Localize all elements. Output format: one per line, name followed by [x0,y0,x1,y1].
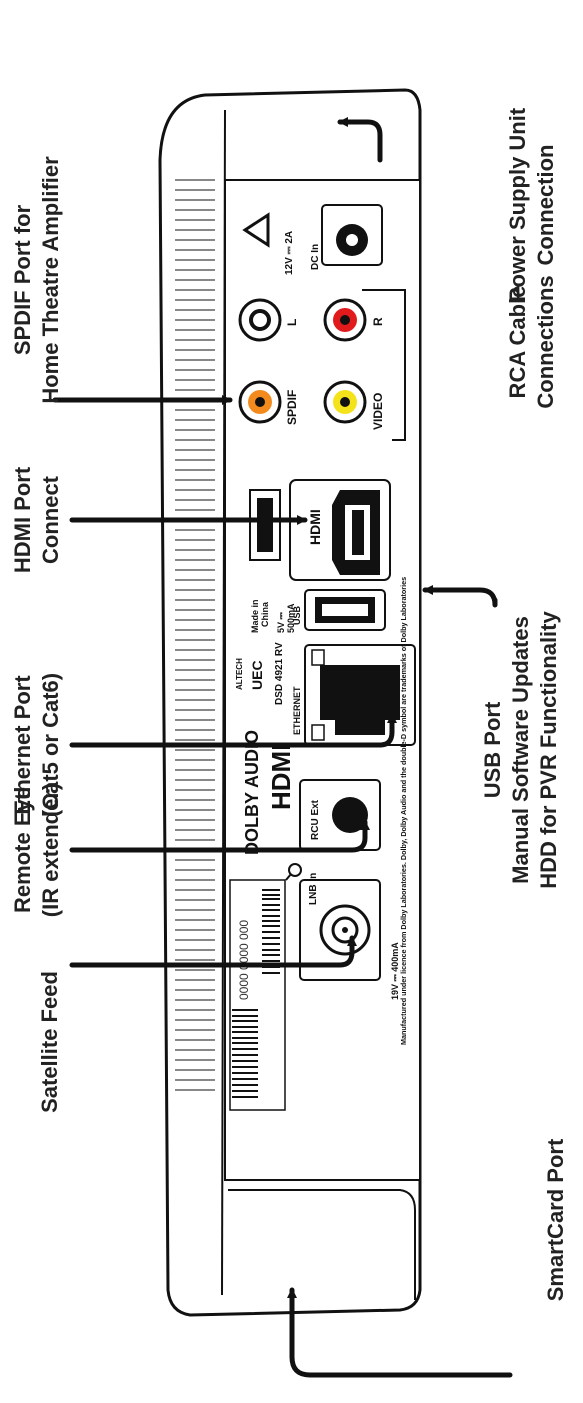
safety-mark-icon [242,212,270,248]
dc-in-port[interactable] [321,204,383,266]
dc-rating-label: 12V ⎓ 2A [284,231,295,275]
svg-text:Home Theatre Amplifier: Home Theatre Amplifier [38,156,63,404]
svg-text:(Cat5 or Cat6): (Cat5 or Cat6) [38,673,63,817]
rca-callout: RCA Cable Connections [505,275,558,408]
svg-text:Manufactured under licence fro: Manufactured under licence from Dolby La… [399,577,408,1045]
usb-label: USB [292,605,302,625]
serial-number: 0000 0000 000 [237,920,251,1000]
satellite-arrow [69,935,357,968]
hdmi-port[interactable] [289,479,391,581]
usb-port[interactable] [304,589,386,631]
satellite-dish-icon [285,863,302,881]
svg-text:RCA Cable: RCA Cable [505,286,530,399]
ethernet-arrow [69,712,397,748]
svg-text:ETHERNET: ETHERNET [292,686,302,735]
svg-text:19V ⎓ 400mA: 19V ⎓ 400mA [390,942,400,1000]
dc-in-label: DC In [310,244,321,270]
svg-text:Manual Software Updates: Manual Software Updates [508,616,533,884]
barcode-label [229,879,286,1111]
lnb-in-label: LNB In [308,873,319,905]
svg-text:USB: USB [292,605,302,625]
svg-text:Connections: Connections [533,275,558,408]
brand-small-label: ALTECH [235,658,244,690]
svg-text:DSD 4921 RV: DSD 4921 RV [274,642,285,705]
svg-text:SPDIF: SPDIF [285,390,299,425]
power-label: Power Supply Unit Connection [505,107,558,302]
power-arrow [337,117,383,163]
spdif-label: SPDIF [285,390,299,425]
ethernet-callout: Ethernet Port (Cat5 or Cat6) [10,673,63,817]
svg-text:LNB In: LNB In [308,873,319,905]
svg-text:Remote Eye: Remote Eye [10,787,35,913]
hdmi-logo: HDMI [266,744,296,810]
rca-bracket [362,289,406,441]
hdmi-port-logo: HDMI [307,509,323,545]
model-label: DSD 4921 RV [274,642,285,705]
dolby-audio-logo: DOLBY AUDIO [242,730,262,855]
svg-text:Made in: Made in [250,599,260,633]
svg-text:Connect: Connect [38,475,63,564]
rca-video-port[interactable] [323,380,367,424]
brand-label: UEC [249,660,265,690]
svg-text:500mA: 500mA [286,603,296,633]
svg-text:DOLBY AUDIO: DOLBY AUDIO [242,730,262,855]
audio-left-label: L [285,319,299,326]
svg-text:USB Port: USB Port [480,701,505,798]
svg-text:ALTECH: ALTECH [235,658,244,690]
svg-text:RCU Ext: RCU Ext [310,799,321,840]
svg-text:DC In: DC In [310,244,321,270]
svg-text:(IR extender): (IR extender) [38,783,63,917]
rca-audio-left-port[interactable] [238,298,282,342]
svg-text:5V ⎓: 5V ⎓ [276,611,286,633]
remote-eye-callout: Remote Eye (IR extender) [10,783,63,917]
trademark-text: Manufactured under licence from Dolby La… [399,577,408,1045]
satellite-callout: Satellite Feed [37,971,62,1113]
smartcard-callout: SmartCard Port [543,1138,568,1301]
smartcard-arrow [287,1287,513,1378]
hdmi-callout: HDMI Port Connect [10,466,63,573]
hdmi-cec-badge [249,489,281,561]
rcu-ext-label: RCU Ext [310,799,321,840]
svg-text:SPDIF Port for: SPDIF Port for [10,204,35,355]
svg-text:12V ⎓ 2A: 12V ⎓ 2A [284,231,295,275]
svg-text:Power Supply Unit: Power Supply Unit [505,107,530,302]
usb-callout: USB Port Manual Software Updates HDD for… [480,611,561,889]
spdif-callout: SPDIF Port for Home Theatre Amplifier [10,156,63,404]
usb-rating-label: 5V ⎓ 500mA [276,603,296,633]
made-in-label: Made in China [250,599,270,633]
rca-audio-right-port[interactable] [323,298,367,342]
svg-text:Connection: Connection [533,145,558,266]
svg-text:UEC: UEC [249,660,265,690]
svg-text:0000 0000 000: 0000 0000 000 [237,920,251,1000]
svg-text:L: L [285,319,299,326]
svg-text:Ethernet Port: Ethernet Port [10,675,35,815]
lnb-in-port[interactable] [299,879,381,981]
video-label: VIDEO [371,393,385,430]
rcu-ext-port[interactable] [299,779,381,851]
svg-text:SmartCard Port: SmartCard Port [543,1138,568,1301]
svg-text:Satellite Feed: Satellite Feed [37,971,62,1113]
rca-spdif-port[interactable] [238,380,282,424]
svg-text:HDMI: HDMI [266,744,296,810]
svg-text:R: R [371,317,385,326]
audio-right-label: R [371,317,385,326]
svg-text:HDMI Port: HDMI Port [10,466,35,573]
svg-text:VIDEO: VIDEO [371,393,385,430]
remote-eye-arrow [69,819,370,853]
svg-text:China: China [260,601,270,627]
svg-text:HDMI: HDMI [307,509,323,545]
ethernet-label: ETHERNET [292,686,302,735]
lnb-rating-label: 19V ⎓ 400mA [390,942,400,1000]
svg-text:HDD for PVR Functionality: HDD for PVR Functionality [536,611,561,889]
usb-arrow [422,585,498,608]
